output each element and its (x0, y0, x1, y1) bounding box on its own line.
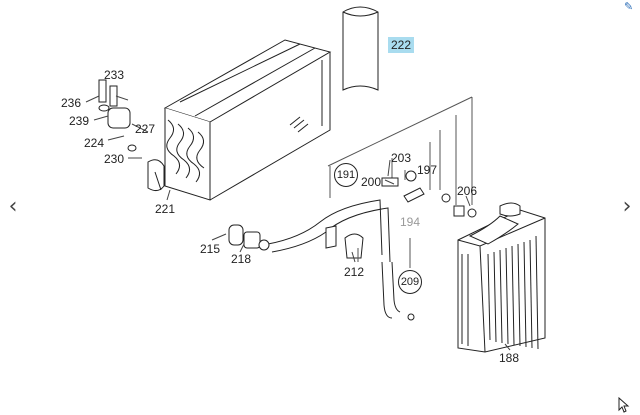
edit-icon[interactable]: ✎ (624, 0, 634, 13)
part-label-209[interactable]: 209 (398, 270, 422, 294)
part-221-evaporator (147, 39, 332, 201)
part-label-191[interactable]: 191 (334, 163, 358, 187)
part-label-200[interactable]: 200 (361, 175, 382, 189)
part-label-194[interactable]: 194 (400, 215, 421, 229)
part-label-233[interactable]: 233 (104, 68, 125, 82)
part-label-227[interactable]: 227 (135, 122, 156, 136)
part-label-221[interactable]: 221 (155, 202, 176, 216)
part-label-203[interactable]: 203 (391, 151, 412, 165)
previous-arrow-icon[interactable]: ‹ (8, 193, 18, 219)
part-label-230[interactable]: 230 (104, 152, 125, 166)
part-222-pad (342, 6, 379, 91)
part-label-236[interactable]: 236 (61, 96, 82, 110)
leader-lines (327, 96, 473, 268)
label-leaders (85, 95, 511, 351)
part-label-206[interactable]: 206 (457, 184, 478, 198)
part-label-188[interactable]: 188 (499, 351, 520, 365)
part-label-218[interactable]: 218 (231, 252, 252, 266)
part-label-197[interactable]: 197 (417, 163, 438, 177)
next-arrow-icon[interactable]: › (622, 193, 632, 219)
part-hoses (228, 199, 415, 321)
mouse-cursor-icon (618, 397, 630, 413)
part-188-heater-core (457, 202, 546, 353)
part-label-212[interactable]: 212 (344, 265, 365, 279)
part-label-224[interactable]: 224 (84, 136, 105, 150)
part-label-239[interactable]: 239 (69, 114, 90, 128)
part-label-222[interactable]: 222 (388, 37, 415, 53)
part-fasteners-left (98, 79, 137, 152)
part-label-215[interactable]: 215 (200, 242, 221, 256)
